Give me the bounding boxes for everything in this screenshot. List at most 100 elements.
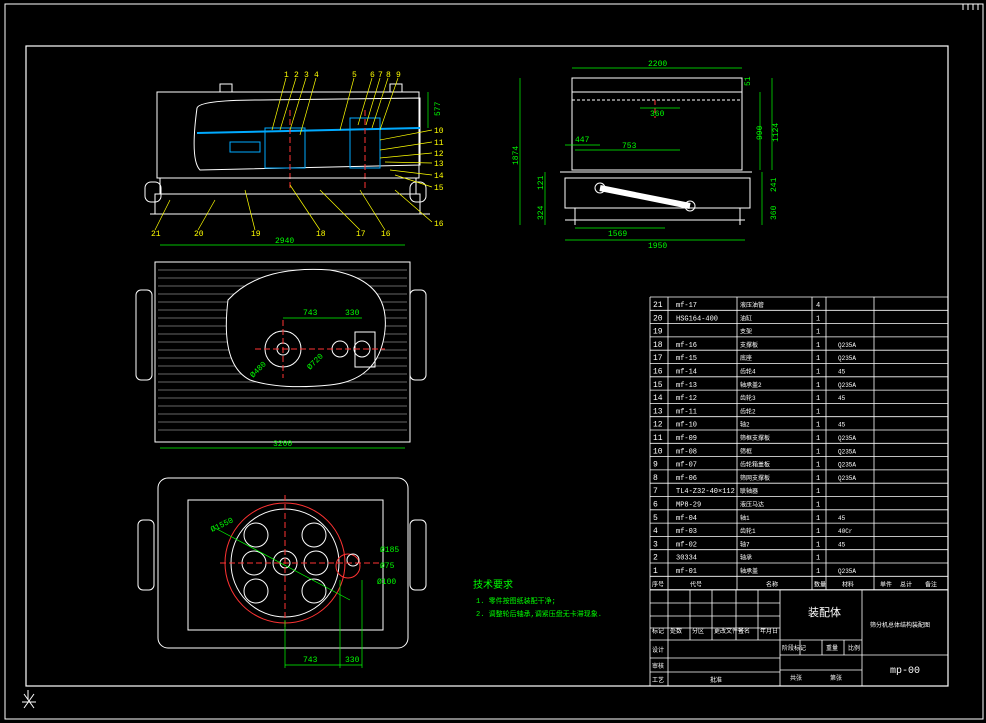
bom-cell-no: 7 xyxy=(653,487,658,496)
bom-cell-code: mf-13 xyxy=(676,382,697,390)
bom-cell-name: 筛框 xyxy=(740,447,752,455)
dim-2200: 2200 xyxy=(648,60,667,69)
bom-cell-name: 齿轮4 xyxy=(740,368,756,376)
tb-label-stage: 阶段标记 xyxy=(782,644,806,652)
tech-req-line-1: 1. 零件按图纸装配干净; xyxy=(476,596,556,606)
dim-324: 324 xyxy=(537,205,546,220)
callout-2: 2 xyxy=(294,71,299,80)
bottom-dimensions xyxy=(214,527,363,668)
bom-cell-name: 油缸 xyxy=(740,314,752,322)
bom-cell-name: 轴承 xyxy=(740,554,752,562)
bom-cell-name: 轴承盖2 xyxy=(740,381,762,389)
bom-cell-code: mf-14 xyxy=(676,369,697,377)
bom-cell-material: 40Cr xyxy=(838,528,853,535)
bom-cell-material: 45 xyxy=(838,369,846,376)
dim-121: 121 xyxy=(537,175,546,190)
dia-100: Ø100 xyxy=(377,578,396,587)
bom-cell-qty: 1 xyxy=(816,502,820,510)
bom-cell-name: 轴7 xyxy=(740,540,750,548)
bom-cell-material: Q235A xyxy=(838,355,856,362)
dim-743-bottom: 743 xyxy=(303,656,318,665)
dim-447: 447 xyxy=(575,136,590,145)
bom-cell-code: mf-03 xyxy=(676,528,697,536)
bom-cell-qty: 1 xyxy=(816,315,820,323)
bom-cell-no: 9 xyxy=(653,461,658,470)
bom-cell-code: mf-10 xyxy=(676,422,697,430)
tech-req-title: 技术要求 xyxy=(473,578,513,592)
callout-19: 19 xyxy=(251,230,261,239)
bom-header-total: 总计 xyxy=(900,580,912,588)
bom-cell-no: 15 xyxy=(653,381,663,390)
front-top-callouts: 1 2 3 4 5 6 7 8 9 xyxy=(284,71,401,80)
bom-cell-qty: 1 xyxy=(816,488,820,496)
bom-cell-code: mf-06 xyxy=(676,475,697,483)
dim-1950: 1950 xyxy=(648,242,667,251)
tb-label-sheet-no: 第张 xyxy=(830,674,842,682)
dim-51: 51 xyxy=(744,76,753,86)
bom-cell-code: mf-02 xyxy=(676,541,697,549)
callout-6: 6 xyxy=(370,71,375,80)
plan-view xyxy=(135,261,427,443)
tb-label-weight: 重量 xyxy=(826,644,838,652)
bom-cell-qty: 1 xyxy=(816,475,820,483)
front-right-callouts: 10 11 12 13 14 15 16 xyxy=(434,127,444,229)
tb-label-date: 年月日 xyxy=(760,627,778,635)
bom-cell-qty: 1 xyxy=(816,448,820,456)
callout-16-right: 16 xyxy=(434,220,444,229)
bom-cell-name: 支架 xyxy=(740,328,752,336)
bom-header-name: 名称 xyxy=(766,580,778,588)
bom-cell-qty: 1 xyxy=(816,395,820,403)
dim-330-plan: 330 xyxy=(345,309,360,318)
bom-cell-no: 8 xyxy=(653,474,658,483)
bom-cell-name: 齿轮箱盖板 xyxy=(740,461,770,469)
side-dimensions xyxy=(519,67,773,241)
bom-cell-qty: 1 xyxy=(816,541,820,549)
bom-cell-name: 齿轮3 xyxy=(740,394,756,402)
tb-label-process: 工艺 xyxy=(652,676,664,684)
side-view xyxy=(560,77,752,225)
bom-cell-no: 18 xyxy=(653,341,663,350)
callout-21: 21 xyxy=(151,230,161,239)
bom-cell-name: 筛网支撑板 xyxy=(740,474,770,482)
tech-req-line-2: 2. 调整轮后轴承,调紧压盘无卡滞现象. xyxy=(476,609,602,619)
bom-cell-qty: 1 xyxy=(816,568,820,576)
plan-dimensions xyxy=(160,244,405,449)
tb-label-review: 审核 xyxy=(652,662,664,670)
bom-cell-no: 4 xyxy=(653,527,658,536)
bom-cell-material: Q235A xyxy=(838,568,856,575)
callout-17: 17 xyxy=(356,230,366,239)
bom-cell-qty: 1 xyxy=(816,515,820,523)
bom-cell-qty: 1 xyxy=(816,342,820,350)
front-leaders xyxy=(154,77,433,231)
bom-cell-name: 液压马达 xyxy=(740,501,764,509)
bom-cell-code: mf-16 xyxy=(676,342,697,350)
callout-10: 10 xyxy=(434,127,444,136)
bom-cell-name: 轴2 xyxy=(740,421,750,429)
bom-cell-code: mf-07 xyxy=(676,462,697,470)
bom-header-qty: 数量 xyxy=(814,580,826,588)
dim-2940: 2940 xyxy=(275,237,294,246)
bom-header-remark: 备注 xyxy=(925,580,937,588)
bom-cell-qty: 1 xyxy=(816,329,820,337)
side-dim-text: 2200 51 360 447 753 1569 1950 1874 121 3… xyxy=(512,60,781,251)
bom-header-code: 代号 xyxy=(690,580,702,588)
drawing-number: mp-00 xyxy=(890,666,920,677)
bom-header-material: 材料 xyxy=(842,580,854,588)
bom-cell-no: 13 xyxy=(653,407,663,416)
dim-241: 241 xyxy=(770,177,779,192)
front-bottom-callouts: 21 20 19 18 17 16 xyxy=(151,230,391,239)
technical-requirements: 技术要求 1. 零件按图纸装配干净; 2. 调整轮后轴承,调紧压盘无卡滞现象. xyxy=(473,578,602,619)
bom-cell-no: 14 xyxy=(653,394,663,403)
dim-753: 753 xyxy=(622,142,637,151)
bom-cell-code: mf-09 xyxy=(676,435,697,443)
org-text: 筛分机总体结构装配图 xyxy=(870,621,930,629)
bom-cell-qty: 1 xyxy=(816,369,820,377)
bom-cell-name: 轴1 xyxy=(740,514,750,522)
dia-185: Ø185 xyxy=(380,546,399,555)
bom-cell-material: Q235A xyxy=(838,435,856,442)
bom-cell-name: 筛框支撑板 xyxy=(740,434,770,442)
bom-cell-code: 30334 xyxy=(676,555,697,563)
bom-cell-no: 6 xyxy=(653,501,658,510)
dim-1124: 1124 xyxy=(772,123,781,142)
